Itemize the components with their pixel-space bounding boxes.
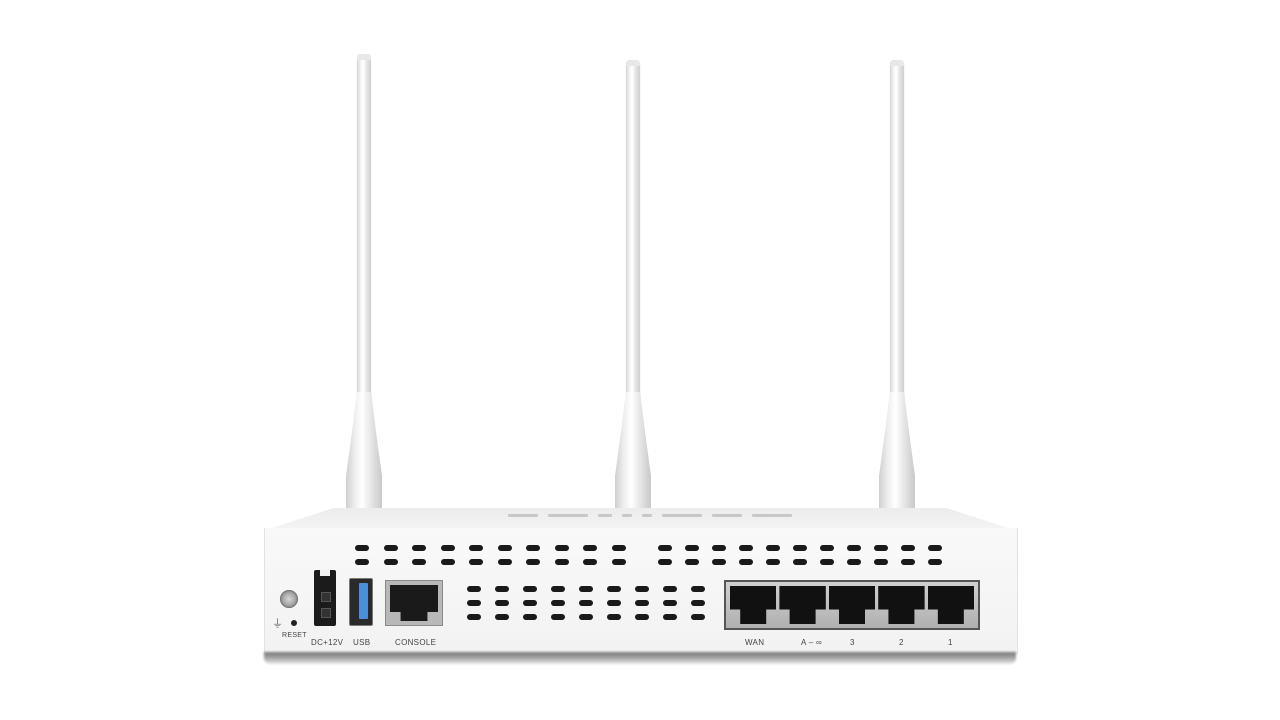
dc-pin — [321, 592, 331, 602]
usb-port[interactable] — [349, 578, 373, 626]
antenna-shaft — [890, 62, 904, 432]
usb-label: USB — [353, 638, 371, 647]
antenna-tip — [890, 60, 904, 66]
rj45-socket — [390, 585, 438, 621]
antenna-right — [879, 60, 915, 512]
ethernet-port-2[interactable] — [878, 586, 925, 624]
ethernet-port-a[interactable] — [779, 586, 826, 624]
ground-screw-icon — [280, 590, 298, 608]
vent-grid-top-left — [355, 545, 626, 565]
port-label-2: 2 — [899, 638, 904, 647]
antenna-base — [346, 392, 382, 512]
console-port[interactable] — [385, 580, 443, 626]
ethernet-port-wan[interactable] — [730, 586, 777, 624]
antenna-left — [346, 54, 382, 512]
port-label-wan: WAN — [745, 638, 765, 647]
dc-power-label: DC+12V — [311, 638, 344, 647]
port-label-a: A – ∞ — [801, 638, 822, 647]
usb-connector-tongue — [359, 583, 368, 619]
antenna-base — [879, 392, 915, 512]
ethernet-port-block — [724, 580, 980, 630]
antenna-center — [615, 60, 651, 512]
port-label-3: 3 — [850, 638, 855, 647]
antenna-tip — [626, 60, 640, 66]
ground-symbol-icon: ⏚ — [272, 618, 283, 630]
ethernet-port-3[interactable] — [828, 586, 876, 624]
reset-button[interactable] — [291, 620, 297, 626]
port-label-1: 1 — [948, 638, 953, 647]
antenna-shaft — [357, 56, 371, 432]
device-top-surface — [266, 508, 1014, 530]
dc-pin — [321, 608, 331, 618]
console-label: CONSOLE — [395, 638, 437, 647]
device-bottom-shadow — [264, 652, 1016, 664]
antenna-shaft — [626, 62, 640, 432]
device-top-logo — [440, 514, 860, 518]
antenna-tip — [357, 54, 371, 60]
antenna-base — [615, 392, 651, 512]
ethernet-port-1[interactable] — [927, 586, 975, 624]
reset-label: RESET — [282, 632, 307, 639]
dc-power-jack[interactable] — [314, 570, 336, 626]
vent-grid-top-right — [658, 545, 942, 565]
vent-grid-middle — [467, 586, 705, 620]
